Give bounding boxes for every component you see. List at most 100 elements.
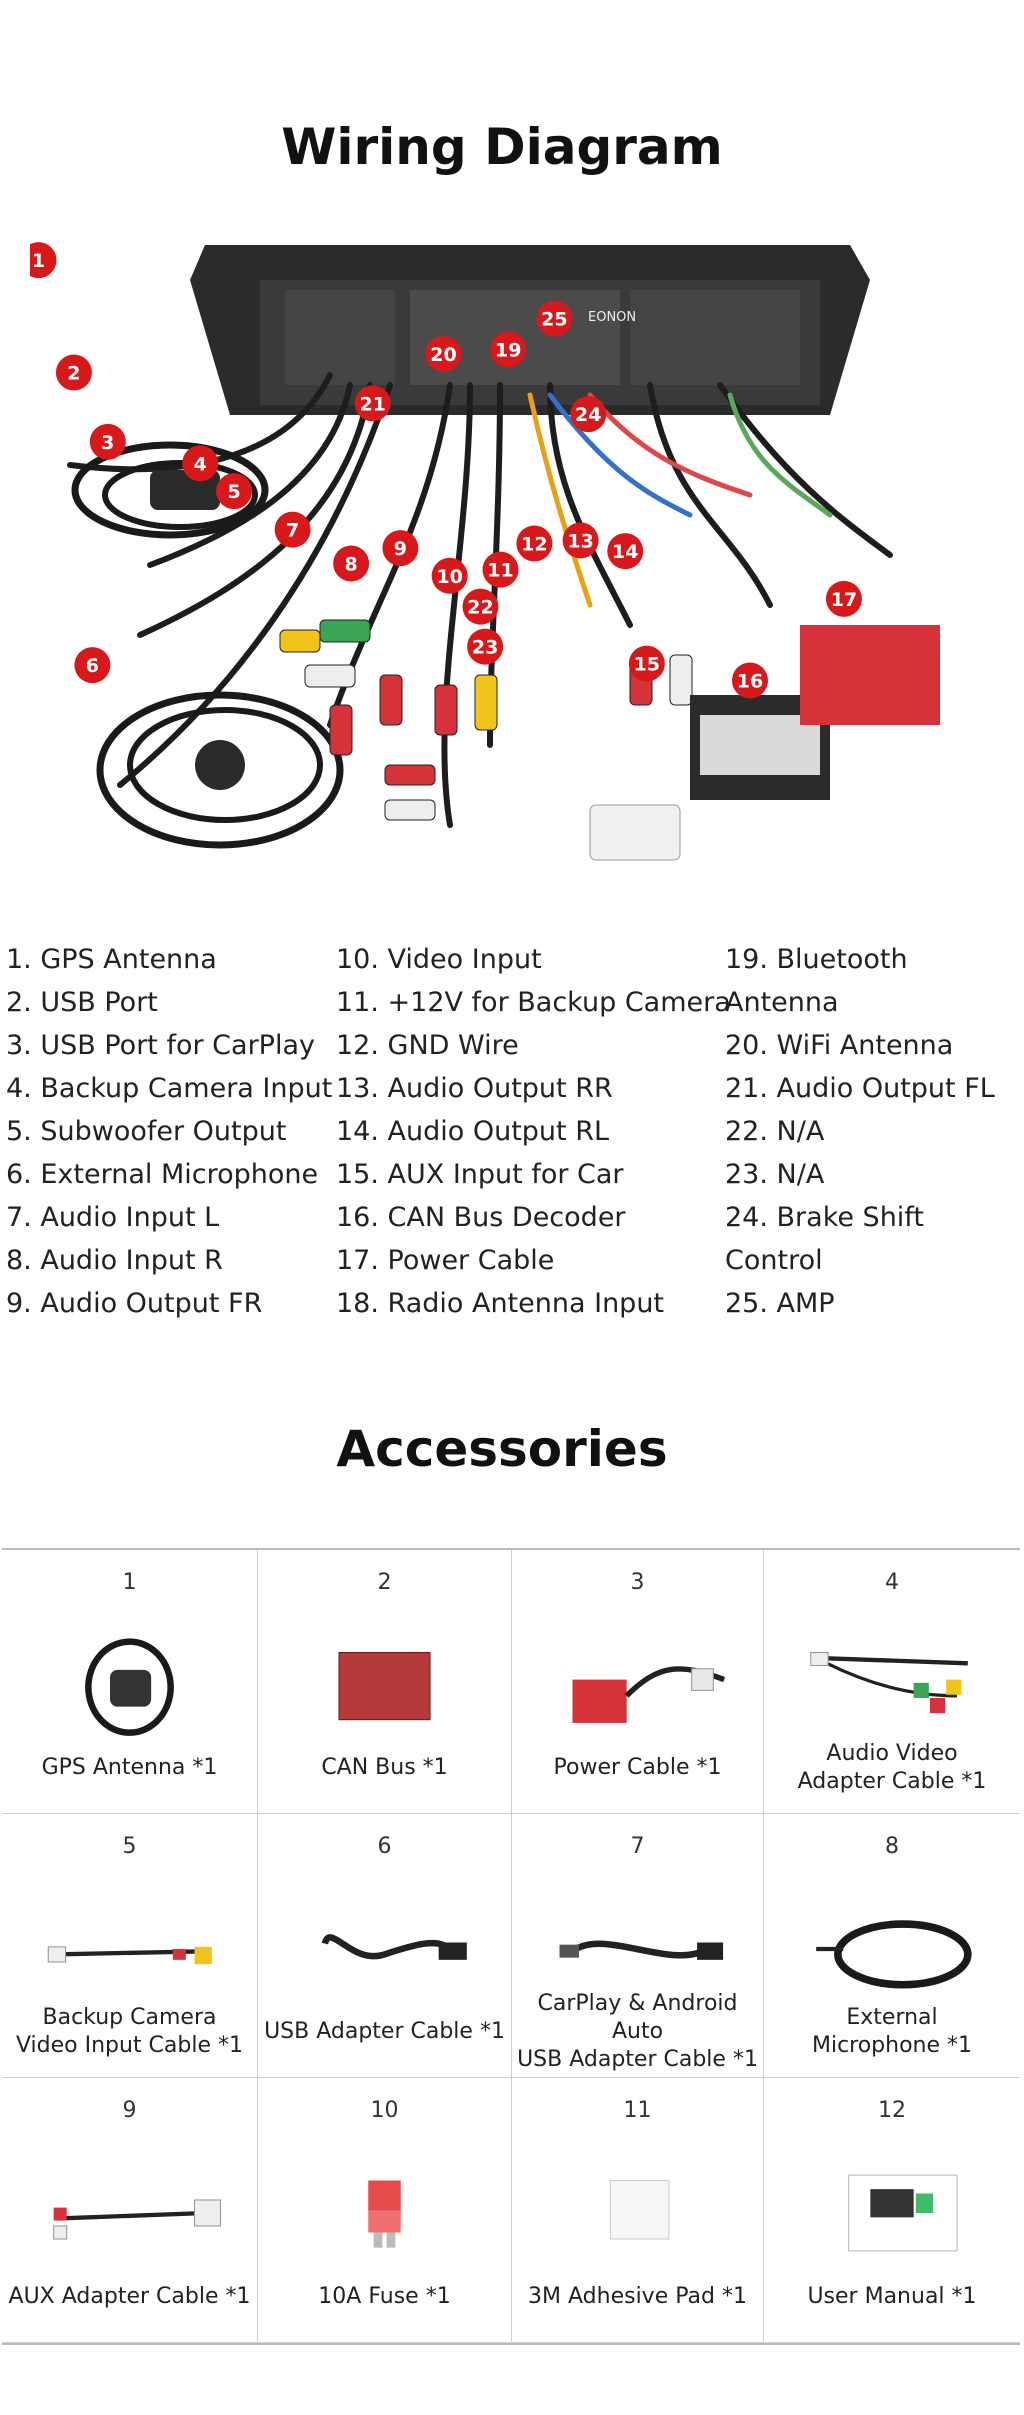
fuse-icon	[258, 2148, 511, 2278]
legend-item: 4. Backup Camera Input	[6, 1073, 333, 1104]
legend-item: 6. External Microphone	[6, 1159, 319, 1190]
legend-item: 8. Audio Input R	[6, 1245, 223, 1276]
svg-text:25: 25	[541, 309, 567, 331]
user-manual-icon	[764, 2148, 1020, 2278]
svg-text:13: 13	[567, 530, 593, 552]
diagram-marker-13: 13	[562, 522, 599, 559]
svg-text:14: 14	[612, 541, 638, 563]
diagram-marker-25: 25	[536, 300, 573, 337]
svg-text:1: 1	[32, 250, 45, 272]
accessory-number: 12	[878, 2098, 906, 2123]
svg-text:6: 6	[86, 655, 99, 677]
av-cable-icon	[764, 1620, 1020, 1750]
legend-item: 12. GND Wire	[336, 1030, 519, 1061]
svg-text:22: 22	[467, 597, 493, 619]
accessory-number: 3	[630, 1570, 645, 1595]
accessory-number: 7	[630, 1834, 645, 1859]
accessory-label: User Manual *1	[807, 2284, 977, 2309]
accessory-number: 6	[377, 1834, 392, 1859]
accessory-number: 5	[122, 1834, 137, 1859]
head-unit-image: EONON	[190, 245, 870, 415]
legend-item: 10. Video Input	[336, 944, 542, 975]
accessory-label: Audio Video Adapter Cable *1	[797, 1741, 987, 1794]
legend-item: 11. +12V for Backup Camera	[336, 987, 731, 1018]
diagram-marker-9: 9	[382, 530, 419, 567]
diagram-marker-21: 21	[354, 385, 391, 422]
diagram-marker-3: 3	[89, 423, 126, 460]
legend-item: 3. USB Port for CarPlay	[6, 1030, 315, 1061]
accessory-number: 1	[122, 1570, 137, 1595]
diagram-marker-12: 12	[516, 525, 553, 562]
diagram-marker-15: 15	[628, 645, 665, 682]
legend-column-2: 10. Video Input 11. +12V for Backup Camer…	[336, 938, 731, 1325]
accessory-number: 11	[623, 2098, 652, 2123]
legend-item: 18. Radio Antenna Input	[336, 1288, 665, 1319]
diagram-marker-4: 4	[182, 445, 219, 482]
svg-text:17: 17	[831, 589, 857, 611]
svg-text:9: 9	[394, 538, 407, 560]
accessory-label: External Microphone *1	[811, 2005, 973, 2058]
brand-mark: EONON	[588, 310, 636, 325]
accessory-number: 9	[122, 2098, 137, 2123]
svg-text:21: 21	[359, 393, 385, 415]
diagram-marker-11: 11	[482, 551, 519, 588]
diagram-marker-23: 23	[467, 628, 504, 665]
legend-item: 20. WiFi Antenna	[725, 1030, 954, 1061]
legend-item: 21. Audio Output FL	[725, 1073, 995, 1104]
carplay-cable-icon	[512, 1884, 763, 2014]
wiring-diagram-illustration: EONON	[30, 242, 940, 861]
accessory-label: CAN Bus *1	[321, 1755, 448, 1780]
usb-cable-icon	[258, 1884, 511, 2014]
legend-item: 9. Audio Output FR	[6, 1288, 263, 1319]
legend-item: 19. Bluetooth Antenna	[725, 944, 908, 1018]
legend-item: 24. Brake Shift Control	[725, 1202, 924, 1276]
legend-item: 5. Subwoofer Output	[6, 1116, 287, 1147]
accessory-item: 11 3M Adhesive Pad *1	[512, 2078, 764, 2343]
svg-text:3: 3	[101, 432, 114, 454]
accessories-title: Accessories	[336, 1420, 668, 1478]
microphone-icon	[764, 1884, 1020, 2014]
diagram-marker-1: 1	[30, 242, 57, 279]
svg-text:4: 4	[194, 453, 207, 475]
legend-item: 7. Audio Input L	[6, 1202, 220, 1233]
svg-text:19: 19	[495, 339, 521, 361]
accessory-label: 10A Fuse *1	[318, 2284, 451, 2309]
diagram-marker-20: 20	[425, 336, 462, 373]
accessory-label: Power Cable *1	[553, 1755, 722, 1780]
svg-text:16: 16	[737, 671, 763, 693]
diagram-marker-19: 19	[490, 331, 527, 368]
accessory-number: 4	[885, 1570, 899, 1595]
accessory-label: 3M Adhesive Pad *1	[528, 2284, 747, 2309]
svg-text:5: 5	[227, 481, 240, 503]
diagram-marker-22: 22	[462, 588, 499, 625]
accessory-label: Backup Camera Video Input Cable *1	[15, 2005, 244, 2058]
legend-item: 15. AUX Input for Car	[336, 1159, 624, 1190]
accessory-label: USB Adapter Cable *1	[264, 2019, 505, 2044]
diagram-marker-8: 8	[333, 545, 370, 582]
diagram-marker-16: 16	[731, 662, 768, 699]
svg-text:10: 10	[436, 566, 462, 588]
svg-text:15: 15	[634, 654, 660, 676]
svg-text:7: 7	[286, 520, 299, 542]
legend-item: 14. Audio Output RL	[336, 1116, 610, 1147]
diagram-marker-10: 10	[431, 557, 468, 594]
power-cable-icon	[512, 1620, 763, 1750]
gps-antenna-icon	[2, 1620, 257, 1750]
diagram-marker-24: 24	[570, 396, 607, 433]
aux-cable-icon	[2, 2148, 257, 2278]
svg-text:24: 24	[575, 404, 601, 426]
wiring-diagram-title: Wiring Diagram	[281, 118, 723, 176]
diagram-marker-17: 17	[825, 580, 862, 617]
svg-text:2: 2	[67, 363, 80, 385]
diagram-marker-5: 5	[216, 473, 253, 510]
legend-column-3: 19. Bluetooth Antenna 20. WiFi Antenna 21.…	[725, 938, 1024, 1325]
